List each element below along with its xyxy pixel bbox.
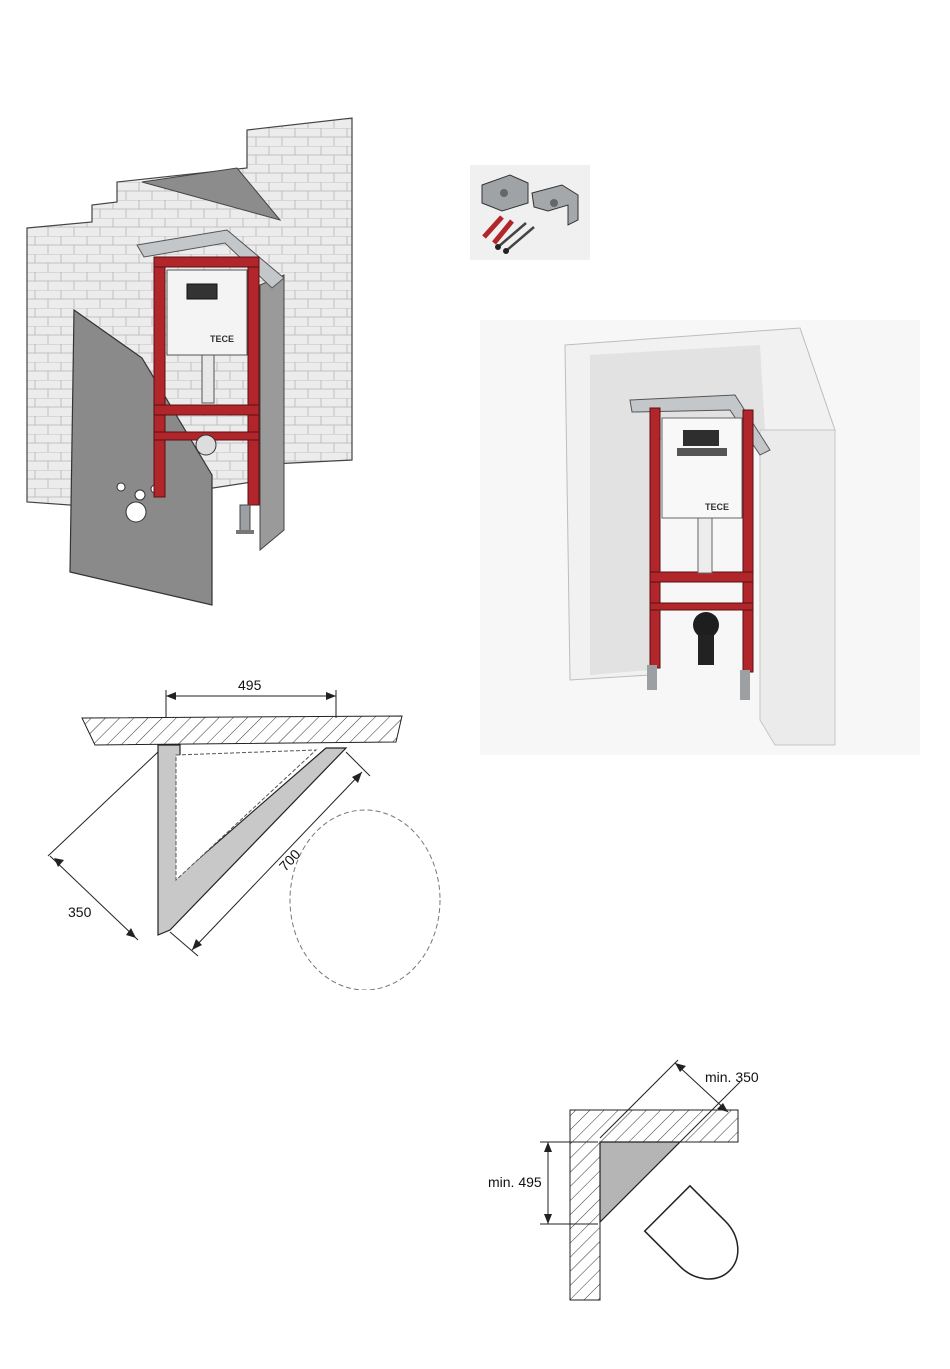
frame-top-rail — [154, 257, 259, 267]
wall-section — [82, 716, 402, 745]
frame-foot — [236, 530, 254, 534]
corner-installation-render: TECE — [480, 320, 920, 755]
flush-actuator — [683, 430, 719, 446]
drain-outlet — [196, 435, 216, 455]
frame-right-post — [248, 260, 259, 505]
toilet-outline — [290, 810, 440, 990]
bracket-bolt — [500, 189, 508, 197]
toilet-bowl — [645, 1186, 752, 1293]
panel-hole — [117, 483, 125, 491]
flush-pipe — [698, 518, 712, 573]
corner-wall-right — [760, 430, 835, 745]
frame-right-post — [743, 410, 753, 672]
flush-pipe — [202, 355, 214, 403]
brand-label: TECE — [705, 502, 729, 512]
min-clearance-drawing: min. 350 min. 495 — [480, 1050, 780, 1310]
panel-hole — [135, 490, 145, 500]
frame-plan-drawing: 495 350 700 — [40, 670, 460, 990]
dim-diagonal-label: 700 — [276, 846, 304, 874]
dim-width-label: 495 — [238, 677, 262, 693]
side-panel — [260, 275, 284, 550]
installation-illustration: TECE — [22, 110, 357, 610]
drain-outlet — [693, 612, 719, 638]
frame-foot — [740, 670, 750, 700]
frame-foot — [647, 665, 657, 690]
cistern — [167, 270, 247, 355]
frame-bottom-rail — [650, 603, 753, 610]
dim-depth-label: 350 — [68, 904, 92, 920]
min-width-label: min. 495 — [488, 1174, 542, 1190]
bracket-bolt — [550, 199, 558, 207]
panel-hole — [126, 502, 146, 522]
frame-foot — [240, 505, 250, 533]
brand-label: TECE — [210, 334, 234, 344]
fixing-kit-illustration — [470, 165, 590, 260]
flush-actuator — [187, 284, 217, 299]
frame-mid-rail — [154, 405, 259, 415]
frame-left-post — [154, 257, 165, 497]
frame-left-post — [650, 408, 660, 668]
min-depth-label: min. 350 — [705, 1069, 759, 1085]
